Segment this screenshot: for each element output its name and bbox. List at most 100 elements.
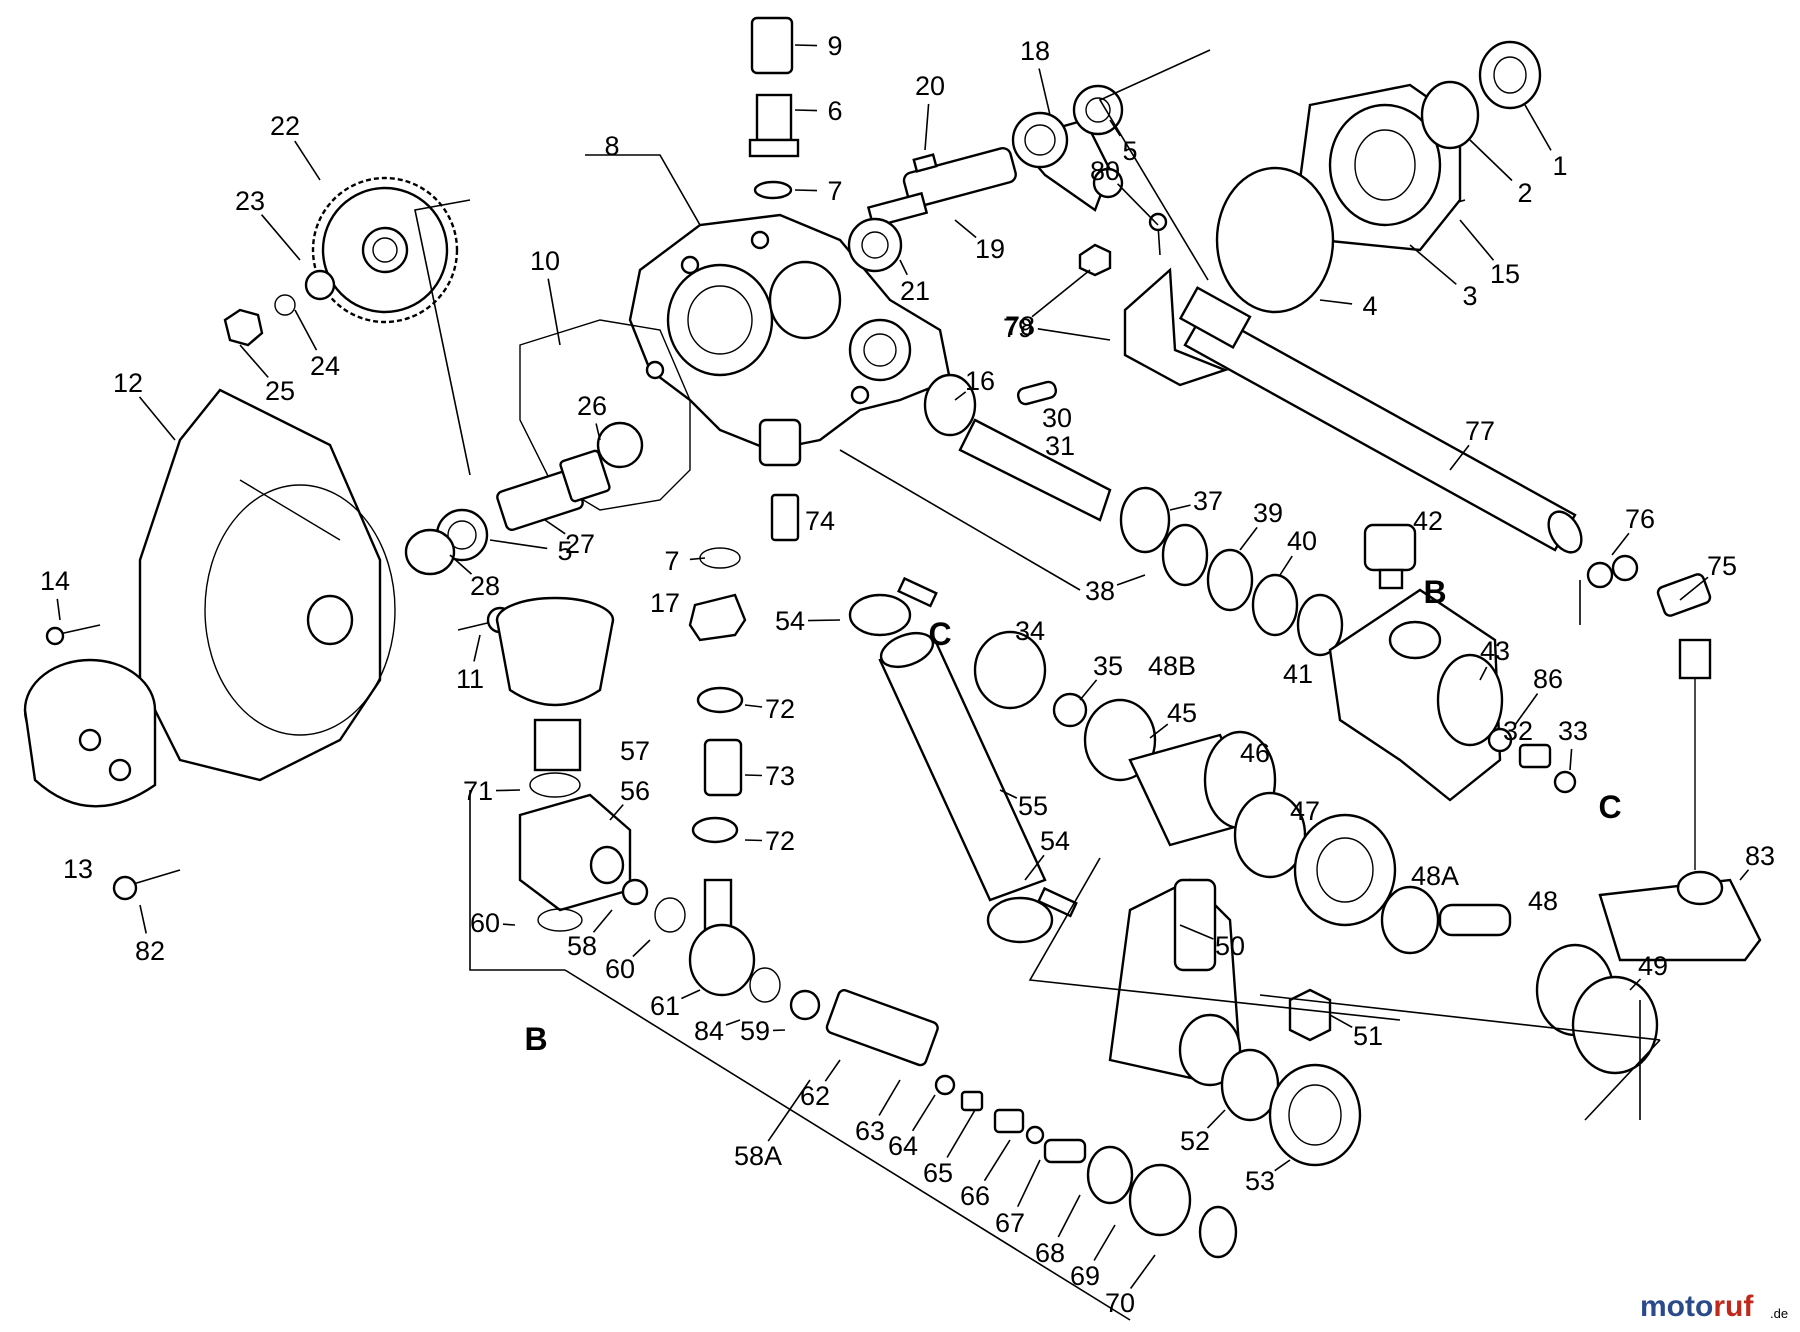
callout-leader <box>449 554 473 575</box>
clamp-54-top <box>848 576 938 637</box>
clamp-76 <box>1579 554 1639 625</box>
part-number-label: 4 <box>1362 291 1377 321</box>
part-number-label: 82 <box>135 936 165 966</box>
fitting-61 <box>688 878 756 997</box>
callout-leader <box>1329 1014 1353 1028</box>
washer-small <box>274 294 296 316</box>
o-ring-7-lower <box>699 547 741 569</box>
accumulator <box>495 596 615 772</box>
screw-14 <box>45 624 101 646</box>
part-number-label: 3 <box>1462 281 1477 311</box>
part-number-label: 40 <box>1287 526 1317 556</box>
part-number-label: 34 <box>1015 616 1045 646</box>
part-number-label: 39 <box>1253 498 1283 528</box>
part-number-label: 11 <box>456 664 484 694</box>
part-number-label: 20 <box>915 71 945 101</box>
seal-stack <box>1119 486 1344 657</box>
callout-leader <box>138 396 176 441</box>
part-number-label: 25 <box>265 376 295 406</box>
o-ring-60b <box>654 897 686 933</box>
part-number-label: 84 <box>694 1016 724 1046</box>
o-ring-4 <box>1215 166 1335 314</box>
part-number-label: 7 <box>827 176 842 206</box>
callout-leader <box>999 789 1018 799</box>
o-ring-2 <box>1420 80 1480 150</box>
hose <box>1178 286 1583 554</box>
part-number-label: 48B <box>1148 651 1196 681</box>
clamp-54-bottom <box>986 886 1078 944</box>
part-number-label: 58A <box>734 1141 782 1171</box>
part-number-label: 21 <box>900 276 930 306</box>
part-number-label: 54 <box>775 606 805 636</box>
callout-leader <box>1169 504 1191 511</box>
key <box>912 153 938 173</box>
part-number-label: 38 <box>1085 576 1115 606</box>
callout-leader <box>767 1079 811 1142</box>
part-number-label: 76 <box>1625 504 1655 534</box>
screw-82 <box>112 869 181 901</box>
seal <box>404 528 456 576</box>
part-number-label: 63 <box>855 1116 885 1146</box>
callout-leader <box>1239 526 1258 551</box>
part-drawings <box>23 16 1762 1321</box>
inlet-50 <box>1108 878 1242 1087</box>
part-number-label: 57 <box>620 736 650 766</box>
callout-leader <box>294 309 318 351</box>
pinion-shaft <box>496 449 611 532</box>
part-number-label: 72 <box>765 694 795 724</box>
callout-leader <box>239 344 269 378</box>
callout-leader <box>794 44 818 47</box>
callout-leader <box>1031 269 1091 318</box>
part-number-label: 61 <box>650 991 680 1021</box>
callout-leader <box>1179 924 1214 940</box>
part-number-label: 83 <box>1745 841 1775 871</box>
screw-35 <box>1052 692 1088 728</box>
nipple-74 <box>770 493 800 542</box>
o-ring-70 <box>1198 1205 1238 1259</box>
cup <box>23 658 157 808</box>
part-number-label: 65 <box>923 1158 953 1188</box>
leader-lines <box>414 49 1661 1321</box>
part-number-label: 78 <box>1005 311 1035 341</box>
callout-leader <box>899 259 908 276</box>
callout-leader <box>632 939 651 958</box>
callout-leader <box>260 214 301 261</box>
washer-58 <box>621 878 649 906</box>
part-number-label: 22 <box>270 111 300 141</box>
part-number-label: 69 <box>1070 1261 1100 1291</box>
watermark: motoruf .de <box>1640 1290 1788 1323</box>
part-number-label: 75 <box>1707 551 1737 581</box>
callout-leader <box>878 1079 901 1116</box>
svg-text:motoruf: motoruf <box>1640 1290 1754 1323</box>
plug-1 <box>1478 40 1542 110</box>
watermark-moto: moto <box>1640 1290 1713 1323</box>
callout-leader <box>1319 299 1353 305</box>
part-number-label: 5 <box>1122 136 1137 166</box>
callout-leader <box>609 804 624 821</box>
spring-32 <box>1518 743 1552 769</box>
crankcase-cover <box>1298 83 1462 252</box>
callout-leader <box>1116 574 1146 586</box>
connector-label: C <box>928 616 951 652</box>
callout-leader <box>725 1019 741 1026</box>
watermark-ruf: ruf <box>1713 1290 1754 1323</box>
part-number-label: 10 <box>530 246 560 276</box>
plug-17 <box>688 593 747 642</box>
callout-leader <box>1016 1159 1041 1208</box>
callout-leader <box>681 989 701 1000</box>
callout-leader <box>1038 68 1051 116</box>
part-number-label: 71 <box>463 776 493 806</box>
part-number-label: 74 <box>805 506 835 536</box>
part-number-label: 72 <box>765 826 795 856</box>
callout-leader <box>794 109 818 112</box>
cap-64 <box>960 1090 984 1112</box>
o-ring-60a <box>537 908 583 932</box>
callout-leader <box>1514 693 1539 726</box>
o-ring-71 <box>529 772 581 798</box>
callout-leader <box>954 219 977 239</box>
part-number-label: 64 <box>888 1131 918 1161</box>
part-number-label: 17 <box>650 588 680 618</box>
part-number-label: 28 <box>470 571 500 601</box>
cap-53 <box>1268 1063 1362 1167</box>
